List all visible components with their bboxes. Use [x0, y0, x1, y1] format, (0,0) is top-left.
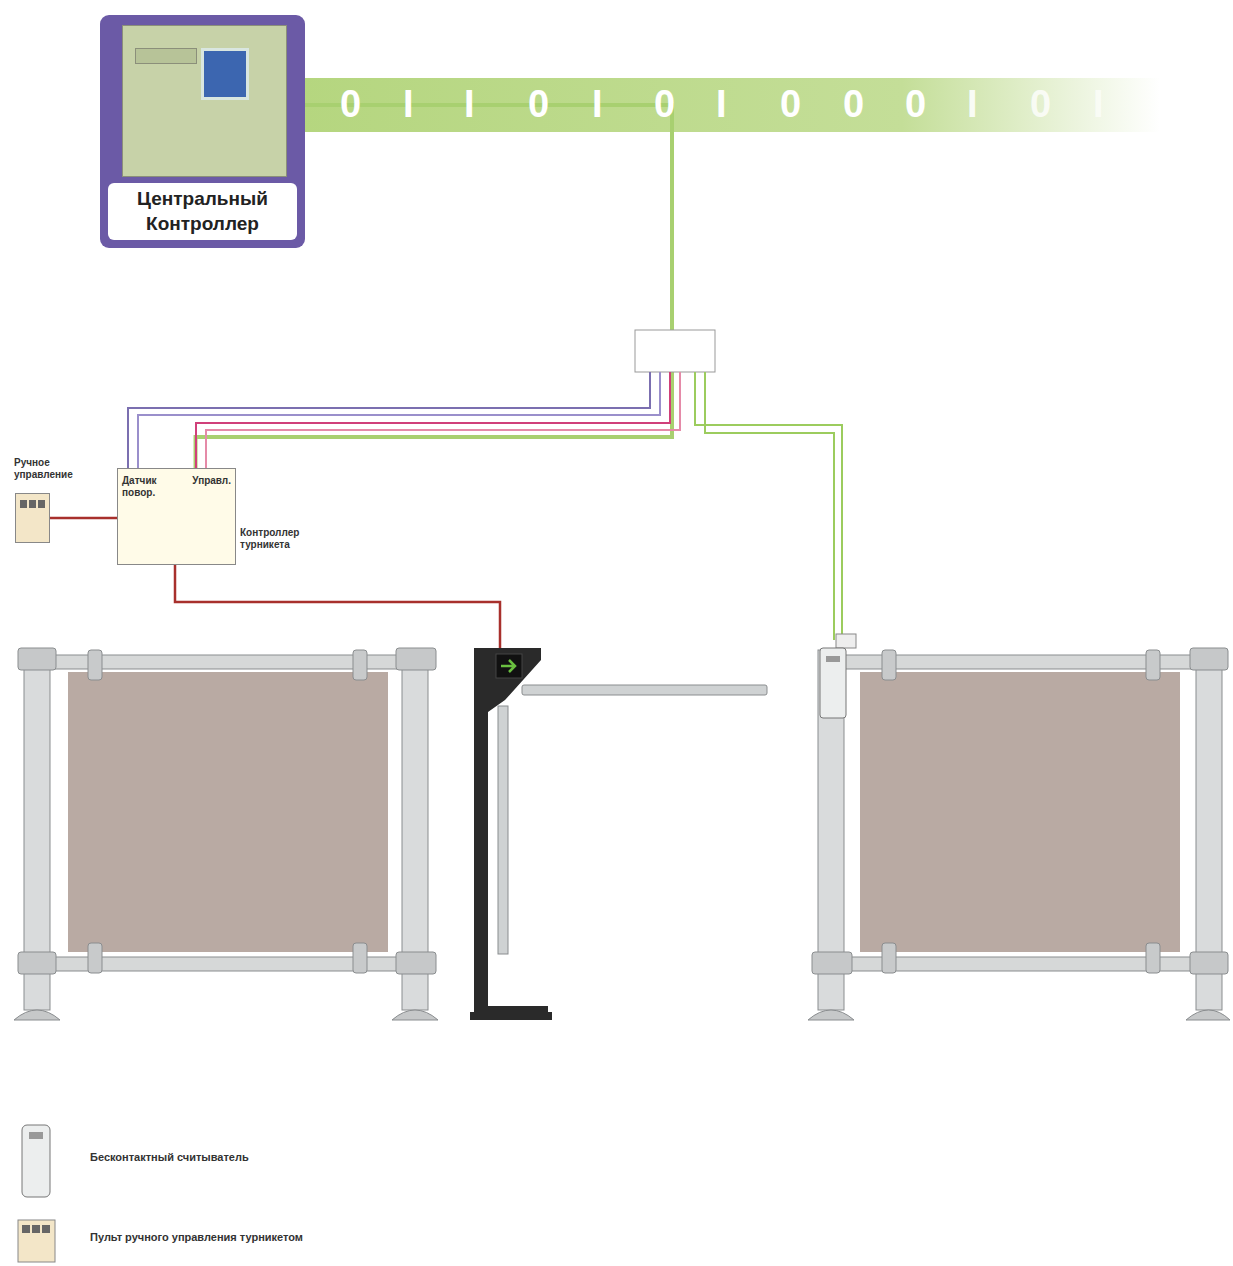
bit-digit: I: [592, 80, 603, 128]
panel-buttons: [20, 500, 46, 508]
control-wire: [50, 517, 117, 520]
device-panel: [135, 48, 197, 64]
controller-device: [122, 25, 287, 177]
legend-text: Пульт ручного управления турникетом: [90, 1231, 303, 1243]
controller-title: Центральный Контроллер: [128, 187, 278, 236]
bit-digit: 0: [340, 80, 361, 128]
bit-digit: I: [716, 80, 727, 128]
bit-digit: 0: [905, 80, 926, 128]
controller-caption: Контроллер турникета: [240, 527, 330, 551]
panel-label: Ручное управление: [14, 457, 94, 481]
bit-digit: 0: [654, 80, 675, 128]
bit-digit: I: [967, 80, 978, 128]
bit-digit: 0: [780, 80, 801, 128]
terminal-row: Датчик повор. Управл.: [122, 475, 231, 499]
legend-text: Бесконтактный считыватель: [90, 1151, 249, 1163]
central-controller: Центральный Контроллер: [100, 15, 305, 248]
terminal-label: Датчик повор.: [122, 475, 174, 499]
manual-control-panel: Ручное управление: [15, 493, 50, 543]
bit-digit: I: [1093, 80, 1104, 128]
terminal-label: Управл.: [192, 475, 231, 499]
device-screen: [201, 48, 249, 100]
bit-digit: I: [464, 80, 475, 128]
bit-digit: 0: [843, 80, 864, 128]
bit-digit: 0: [1030, 80, 1051, 128]
bit-digit: I: [403, 80, 414, 128]
turnstile-controller: Датчик повор.Управл.Контроллер турникета: [117, 468, 236, 565]
bit-digit: 0: [528, 80, 549, 128]
label-plate: Центральный Контроллер: [108, 183, 297, 240]
